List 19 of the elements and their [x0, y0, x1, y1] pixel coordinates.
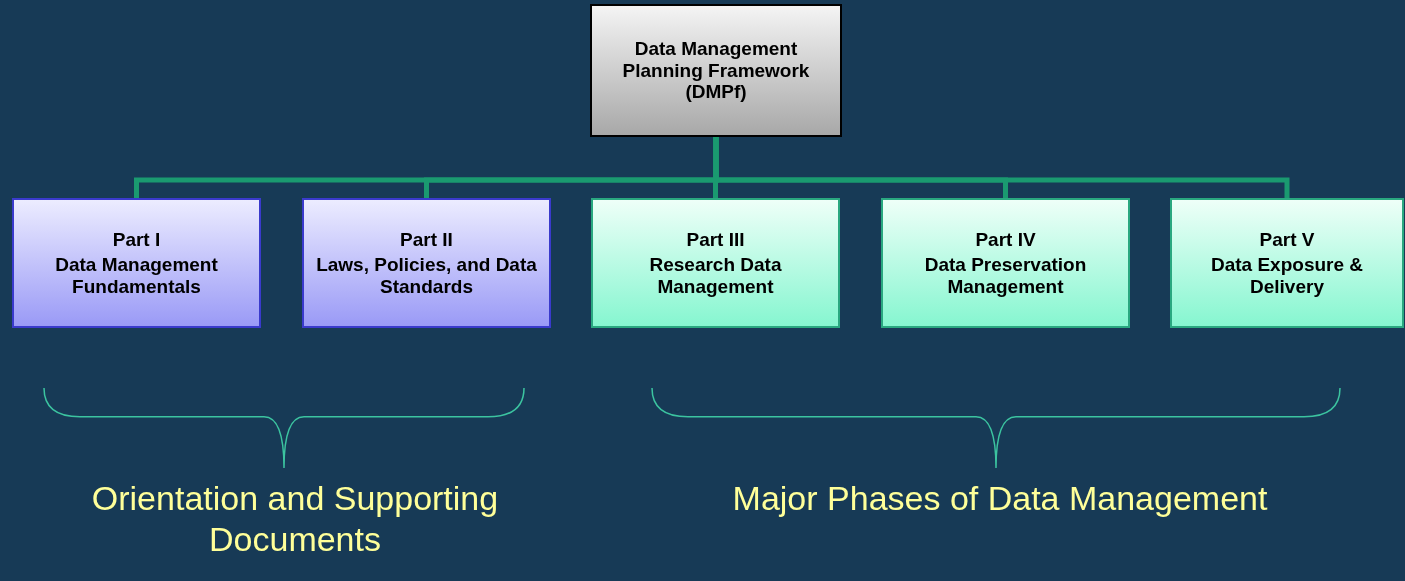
part-box [1170, 198, 1404, 328]
part-box [881, 198, 1130, 328]
part-number: Part III [686, 228, 745, 251]
root-box [590, 4, 842, 137]
part-number: Part II [400, 228, 453, 251]
part-title: Data Preservation Management [923, 254, 1088, 298]
part-number: Part IV [975, 228, 1036, 251]
part-title: Research Data Management [648, 254, 783, 298]
part-number: Part V [1259, 228, 1315, 251]
group-caption: Orientation and Supporting Documents [90, 478, 500, 560]
part-title: Data Management Planning Framework (DMPf) [621, 38, 811, 103]
part-title: Data Exposure & Delivery [1209, 254, 1364, 298]
group-caption: Major Phases of Data Management [731, 478, 1269, 519]
part-title: Laws, Policies, and Data Standards [315, 254, 538, 298]
part-title: Data Management Fundamentals [54, 254, 219, 298]
part-box [302, 198, 551, 328]
part-number: Part I [112, 228, 161, 251]
part-box [591, 198, 840, 328]
part-box [12, 198, 261, 328]
